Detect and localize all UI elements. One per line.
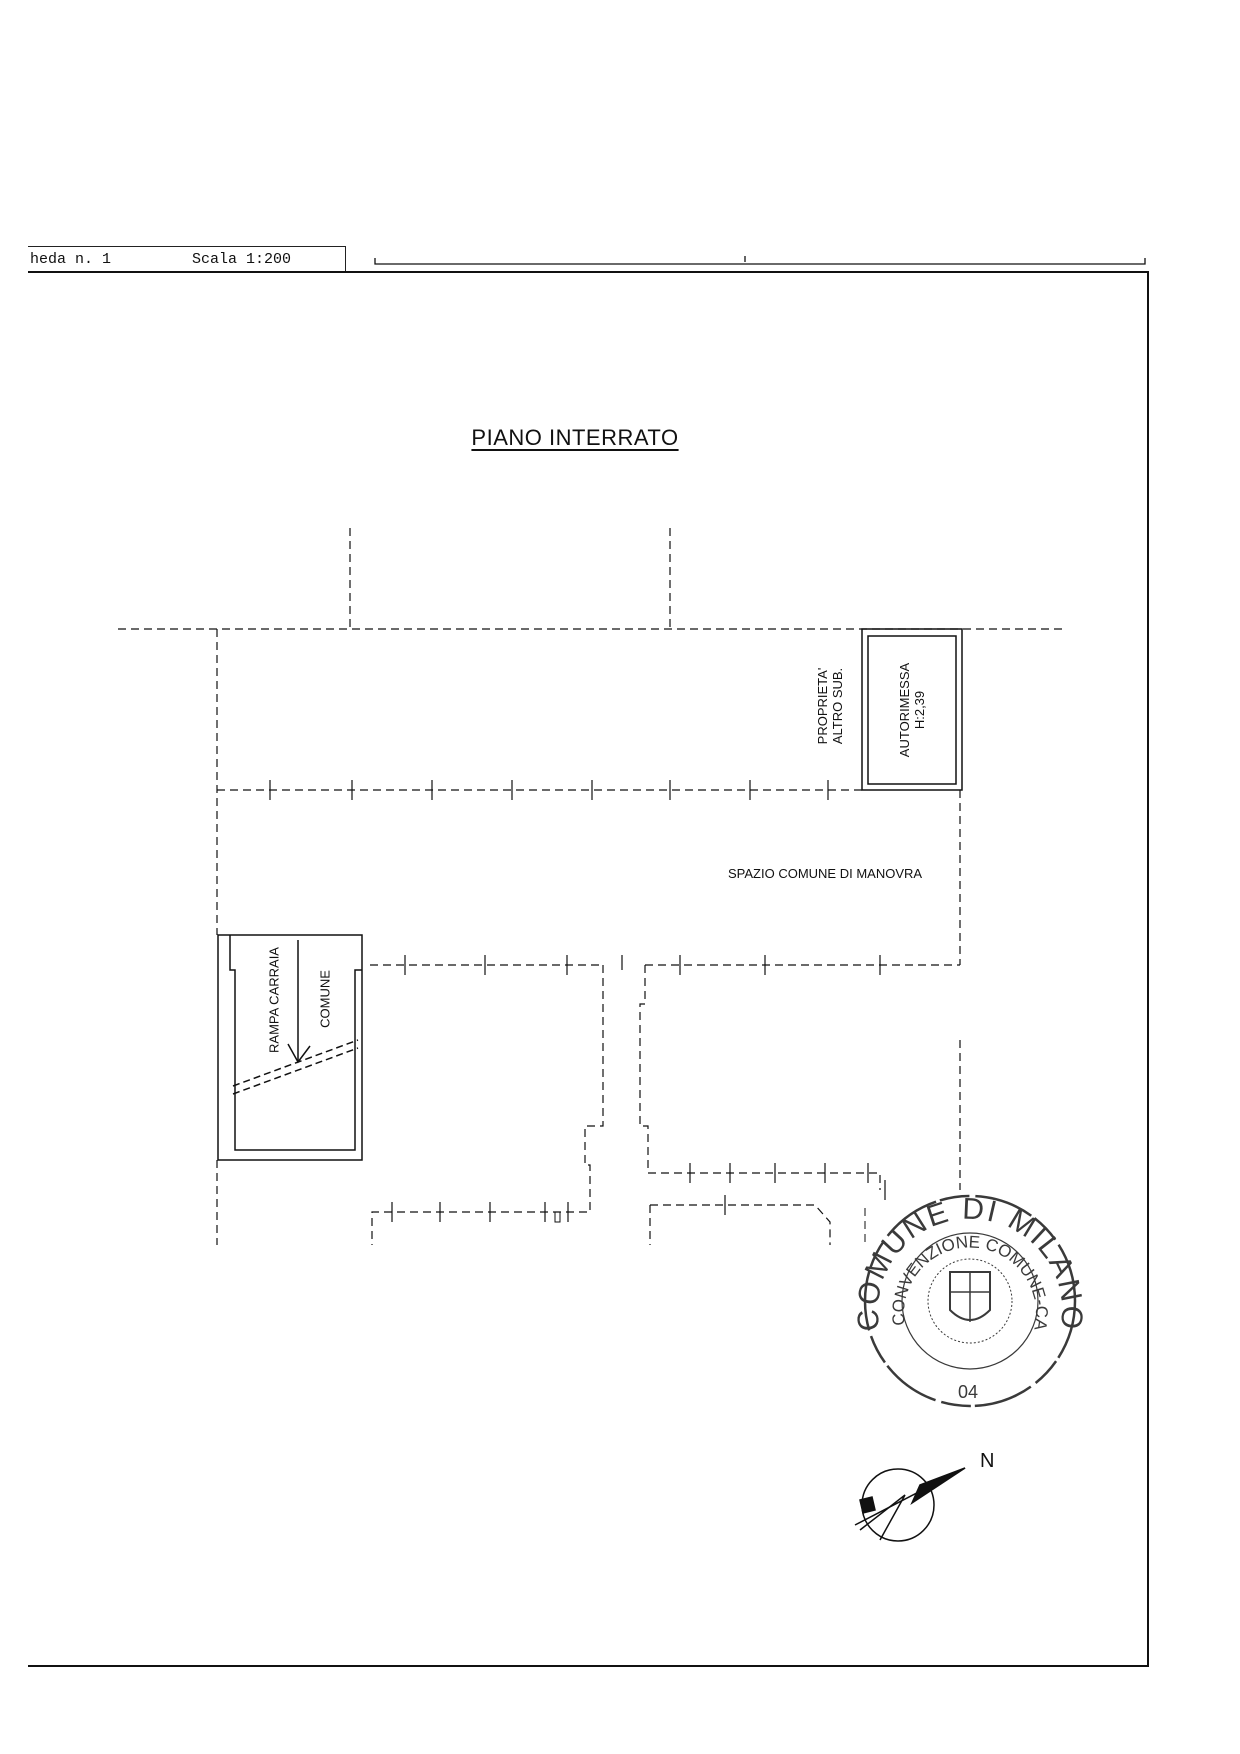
page-title: PIANO INTERRATO: [471, 425, 679, 450]
maneuver-space-label: SPAZIO COMUNE DI MANOVRA: [728, 866, 923, 881]
header-rule: [374, 258, 1146, 265]
north-compass: [854, 1467, 966, 1542]
stamp-number: 04: [958, 1382, 978, 1402]
municipal-stamp: [863, 1194, 1077, 1408]
ramp-room: [217, 934, 363, 1161]
stamp-outer-text: COMUNE DI MILANO: [851, 1193, 1088, 1333]
stamp-inner-text: CONVENZIONE COMUNE-CATASTO: [0, 0, 1051, 1332]
page-frame: [28, 271, 1149, 1667]
sheet-number: heda n. 1: [30, 251, 112, 268]
scale-label: Scala 1:200: [192, 251, 292, 268]
north-label: N: [980, 1450, 995, 1472]
garage-room: [861, 628, 963, 791]
